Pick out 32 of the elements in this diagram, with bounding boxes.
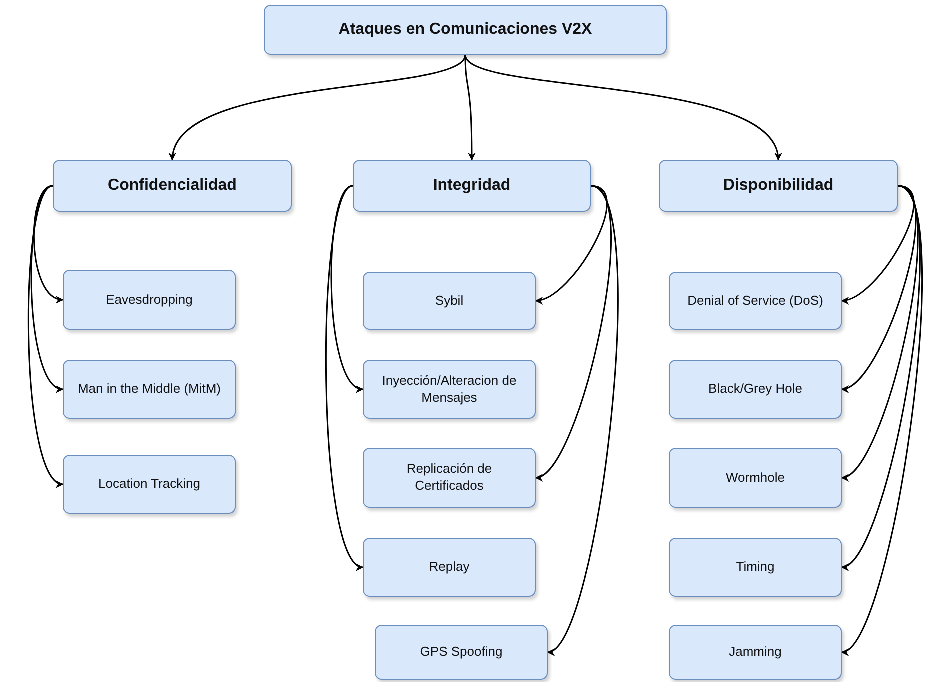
arrow [535,185,612,479]
arrow [535,185,608,304]
attack-box: Wormhole [669,448,842,508]
attack-box: Man in the Middle (MitM) [63,360,236,419]
attack-box: GPS Spoofing [375,625,548,680]
attack-box: Eavesdropping [63,270,236,330]
attack-box: Timing [669,538,842,597]
category-box: Integridad [353,160,591,212]
title-box: Ataques en Comunicaciones V2X [264,5,667,55]
arrow [34,185,64,302]
attack-box: Sybil [363,272,536,330]
arrow [330,185,364,390]
category-box: Confidencialidad [53,160,292,212]
attack-box: Denial of Service (DoS) [669,272,842,330]
attack-box: Location Tracking [63,455,236,514]
arrow [170,54,466,161]
arrow [841,185,917,391]
arrow [547,185,619,654]
arrow [326,185,364,568]
attack-box: Replay [363,538,536,597]
arrow [841,185,923,654]
arrow [30,185,64,390]
arrow [464,54,780,161]
arrow [841,185,919,479]
category-box: Disponibilidad [659,160,898,212]
attack-box: Jamming [669,625,842,680]
attack-box: Replicación de Certificados [363,448,536,508]
arrow [28,185,64,486]
arrow [841,185,921,568]
attack-box: Black/Grey Hole [669,360,842,419]
arrow [841,185,915,304]
attack-box: Inyección/Alteracion de Mensajes [363,360,536,419]
